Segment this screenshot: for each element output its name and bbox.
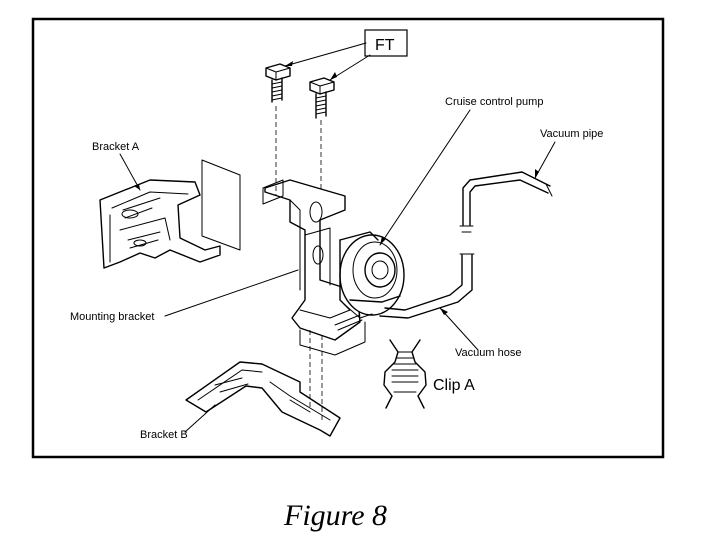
vacuum-hose	[379, 253, 475, 319]
figure-caption: Figure 8	[283, 499, 387, 532]
clip-a	[383, 339, 427, 409]
vacuum-pipe-label: Vacuum pipe	[540, 128, 603, 140]
clip-a-label: Clip A	[433, 377, 475, 394]
diagram-border	[31, 17, 665, 459]
bracket-a-label: Bracket A	[92, 141, 140, 153]
bolt-left	[265, 63, 291, 103]
ft-callout: FT	[284, 29, 408, 81]
mounting-bracket	[264, 179, 366, 356]
ft-label: FT	[375, 37, 395, 54]
mounting-bracket-label: Mounting bracket	[70, 311, 154, 323]
bolt-right	[309, 77, 335, 119]
bracket-b-label: Bracket B	[140, 429, 188, 441]
vacuum-pipe	[459, 171, 553, 233]
vacuum-hose-label: Vacuum hose	[455, 347, 521, 359]
bracket-a	[99, 179, 221, 269]
bracket-b	[185, 361, 341, 437]
cruise-control-pump-label: Cruise control pump	[445, 96, 543, 108]
cruise-control-pump	[339, 231, 405, 319]
